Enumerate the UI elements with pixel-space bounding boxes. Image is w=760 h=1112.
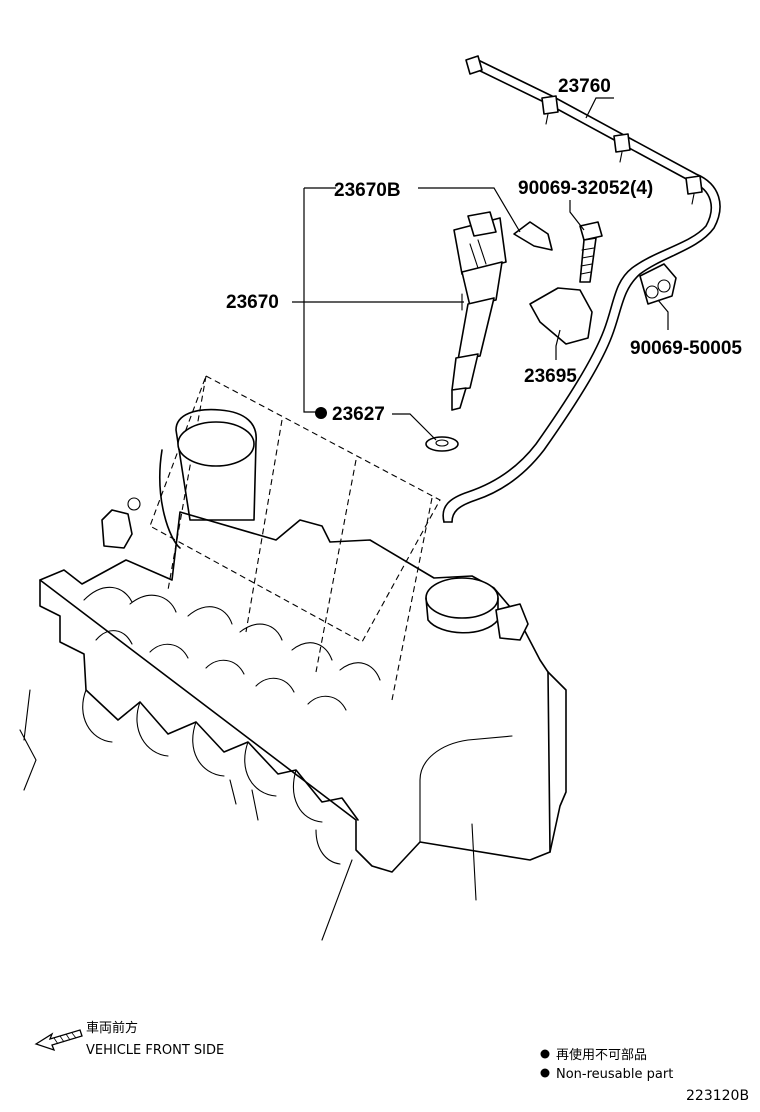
- injector: [451, 211, 507, 411]
- clamp-part: [529, 287, 593, 345]
- legend-jp: 再使用不可部品: [556, 1047, 647, 1063]
- part-number-23627: 23627: [332, 404, 385, 425]
- fuel-rail-pipe: [442, 55, 721, 523]
- legend-dot-icon: [540, 1049, 550, 1059]
- gasket-part: [513, 221, 553, 251]
- leader-lines: [292, 97, 669, 441]
- legend: 再使用不可部品 Non-reusable part: [540, 1047, 673, 1082]
- part-number-90069-50005: 90069-50005: [630, 338, 742, 359]
- part-number-23760: 23760: [558, 76, 611, 97]
- legend-dot-icon: [540, 1068, 550, 1078]
- vehicle-front-en: VEHICLE FRONT SIDE: [86, 1043, 224, 1058]
- bolt-part: [579, 221, 603, 283]
- vehicle-front-jp: 車両前方: [86, 1020, 138, 1036]
- part-number-90069-32052: 90069-32052(4): [518, 178, 653, 199]
- cap-part: [639, 263, 677, 305]
- legend-en: Non-reusable part: [556, 1067, 673, 1082]
- diagram-code: 223120B: [686, 1088, 749, 1104]
- front-arrow-icon: [34, 1029, 83, 1052]
- part-number-23695: 23695: [524, 366, 577, 387]
- part-number-23670b: 23670B: [334, 180, 401, 201]
- cylinder-head: [19, 375, 567, 941]
- non-reusable-marker: [315, 407, 327, 419]
- part-number-23670: 23670: [226, 292, 279, 313]
- seal-washer-part: [425, 436, 459, 452]
- vehicle-front-indicator: 車両前方 VEHICLE FRONT SIDE: [34, 1020, 224, 1058]
